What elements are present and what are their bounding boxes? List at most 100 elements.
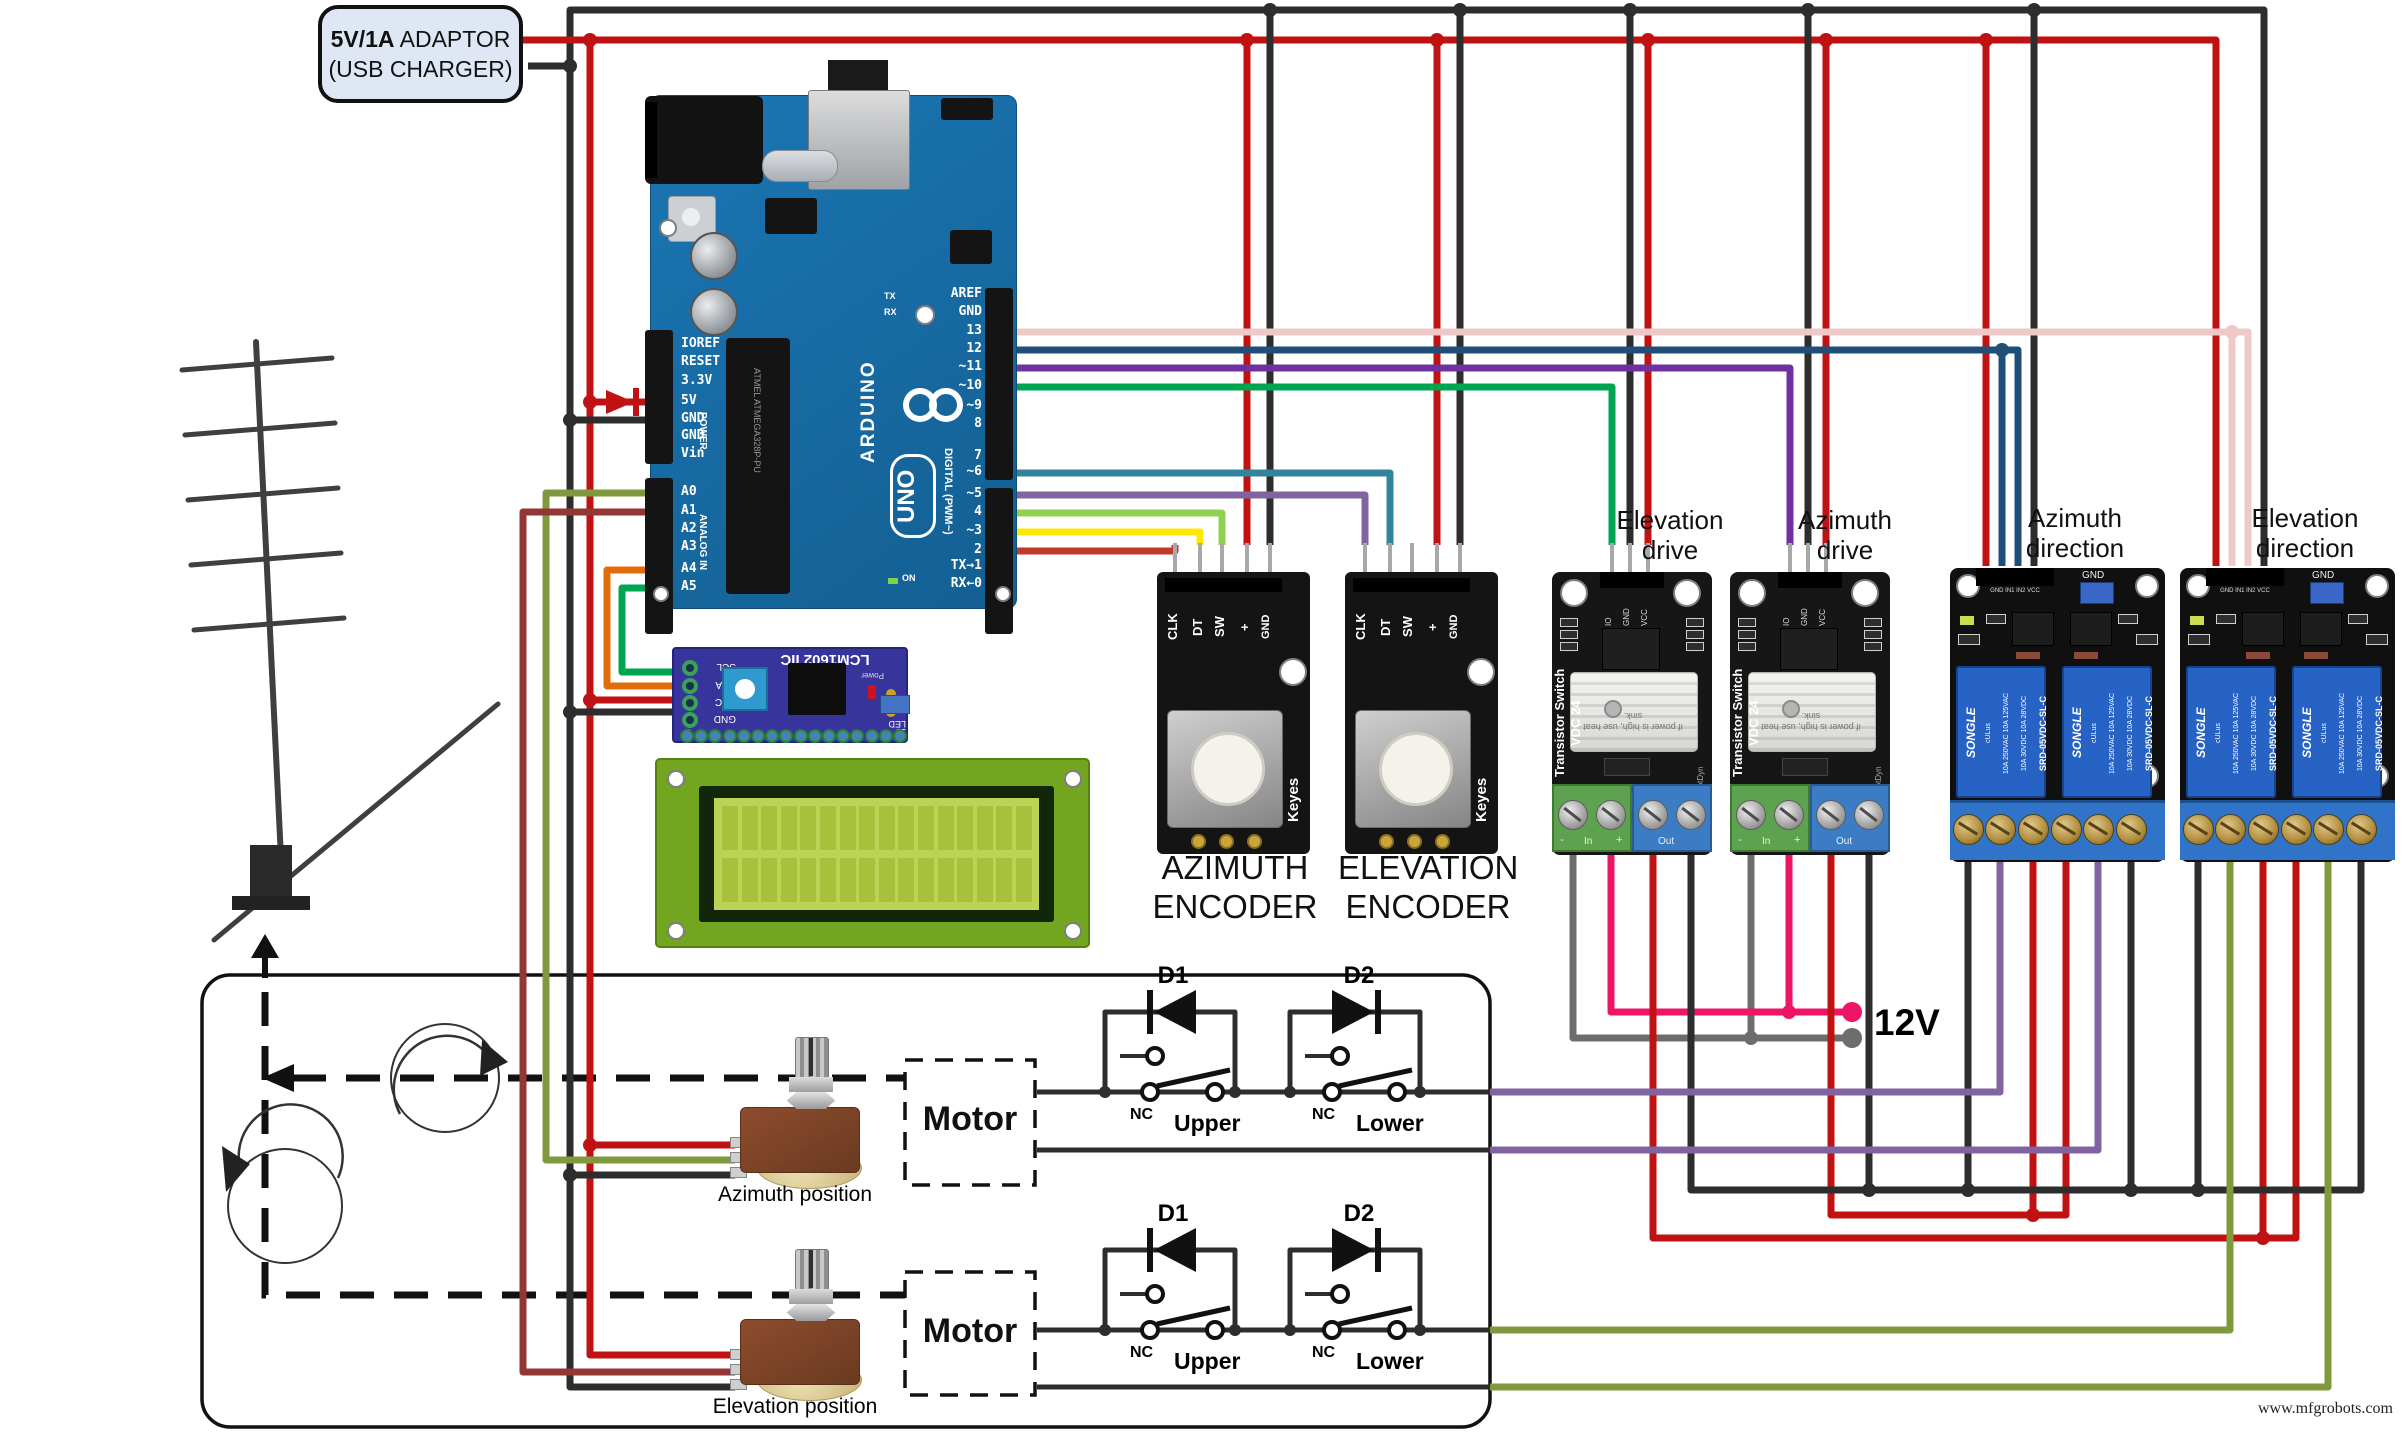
dt-pin-label: DT: [1190, 618, 1205, 636]
junction-dot: [583, 693, 597, 707]
junction-dot: [1961, 1183, 1975, 1197]
rotary-encoder-knob: [1191, 732, 1265, 806]
lcm-pad: [878, 729, 893, 743]
lcd-cell: [761, 806, 778, 850]
junction-dot: [1263, 3, 1277, 17]
flyback-diode: [2074, 652, 2098, 659]
dt-pin-label: DT: [1378, 618, 1393, 636]
d1-label: D1: [1157, 1200, 1189, 1227]
power-led-label: Power: [861, 671, 884, 680]
contrast-pot-dial: [735, 679, 755, 699]
lcd-cell: [820, 858, 836, 902]
junction-dot: [1229, 1086, 1241, 1098]
lcm-pad: [836, 729, 851, 743]
junction-dot: [1819, 33, 1833, 47]
in-plus-label: +: [1794, 834, 1801, 846]
on-label: ON: [902, 573, 916, 583]
wire-olive: [1490, 845, 2234, 1334]
lcd-cell: [820, 806, 836, 850]
junction-dot: [1744, 1031, 1758, 1045]
wire-brick: [1012, 545, 1179, 555]
motor-box-azimuth: [903, 1058, 1037, 1187]
wire-palepink: [1012, 328, 2252, 566]
d2-label: D2: [1343, 962, 1375, 989]
lcm-pad: [807, 729, 822, 743]
arduino-pin-7: 7: [974, 448, 982, 463]
infinity-logo-right: [929, 388, 963, 422]
lcd-cell: [800, 806, 817, 850]
junction-dot: [1414, 1324, 1426, 1336]
junction-dot: [1623, 3, 1637, 17]
junction-dots: [563, 3, 2270, 1336]
junction-dot: [1842, 1028, 1862, 1048]
arduino-pin-3.3V: 3.3V: [681, 373, 713, 388]
wire-red: [1827, 845, 2070, 1219]
flyback-diode: [2246, 652, 2270, 659]
wire-black: [1102, 1247, 1238, 1330]
junction-dot: [2256, 1231, 2270, 1245]
keyes-brand: Keyes: [1473, 777, 1490, 822]
rotary-encoder-knob: [1379, 732, 1453, 806]
elevation-direction-relay-module: GND IN1 IN2 VCC GND SONGLE cULus 10A 250…: [2180, 568, 2395, 862]
lcm-pad: [864, 729, 879, 743]
lcd-16x2-display: [655, 758, 1090, 948]
lcd-cell: [839, 858, 856, 902]
solder-pad: [1407, 834, 1422, 849]
lcm-pad: [751, 729, 765, 743]
junction-dot: [1842, 1002, 1862, 1022]
analog-header: [645, 478, 673, 634]
nc-label: NC: [1130, 1344, 1154, 1361]
watermark: www.mfgrobots.com: [2258, 1400, 2393, 1417]
elevation-position-label: Elevation position: [712, 1395, 878, 1418]
jumper-pin: [886, 689, 896, 699]
wire-red: [586, 40, 735, 1359]
junction-dot: [1284, 1324, 1296, 1336]
input-header: [2206, 568, 2284, 586]
header-silk: GND IN1 IN2 VCC: [1990, 588, 2040, 594]
heatsink: [1570, 672, 1698, 752]
solder-pad: [1247, 834, 1262, 849]
nc-label: NC: [1130, 1106, 1154, 1123]
wire-black: [1687, 845, 2365, 1194]
azimuth-drive-module: IO GND VCC if power is high, use heat si…: [1730, 572, 1890, 855]
wire-hotpink: [1607, 845, 1852, 1016]
lcm-pad: [708, 729, 723, 743]
lcd-screen: [714, 798, 1039, 910]
optocoupler: [2300, 612, 2342, 646]
upper-switch-label: Upper: [1174, 1348, 1241, 1374]
io-pin-label: IO: [1782, 617, 1791, 626]
lcm1602-iic-module: LCM1602 IIC SCL SDA VCC GND Power LED 1 …: [672, 647, 910, 743]
vcc-pin: [682, 695, 698, 711]
arduino-pin-13: 13: [966, 323, 982, 338]
arduino-uno-board: ATMEL ATMEGA328P-PU ARDUINO UNO DIGITAL …: [645, 58, 1017, 634]
scl-pin: [682, 660, 698, 676]
lcm-pad: [765, 729, 780, 743]
lcm-pad: [793, 729, 808, 743]
power-led: [868, 685, 876, 699]
arduino-brand-text: ARDUINO: [858, 360, 879, 463]
arduino-pin-A5: A5: [681, 579, 697, 594]
elevation-position-pot: [730, 1247, 865, 1407]
arduino-pin-TX→1: TX→1: [950, 558, 982, 573]
junction-dot: [563, 59, 577, 73]
lcm-pad: [779, 729, 794, 743]
wire-gray: [1569, 845, 1852, 1042]
mounting-hole: [659, 219, 677, 237]
lcd-cell: [859, 806, 876, 850]
lcd-cell: [1016, 806, 1032, 850]
gnd-pin-label: GND: [1622, 608, 1631, 626]
arduino-pin-5V: 5V: [681, 393, 697, 408]
jumper-cap: [2080, 582, 2114, 604]
arduino-pin-A3: A3: [681, 539, 697, 554]
wire-mpurple: [1490, 845, 2004, 1096]
lcd-cell: [898, 858, 915, 902]
supply-12v-label: 12V: [1874, 1002, 1940, 1043]
lcd-cell: [918, 858, 934, 902]
in-label: In: [1762, 836, 1771, 847]
i2c-chip: [788, 663, 846, 715]
